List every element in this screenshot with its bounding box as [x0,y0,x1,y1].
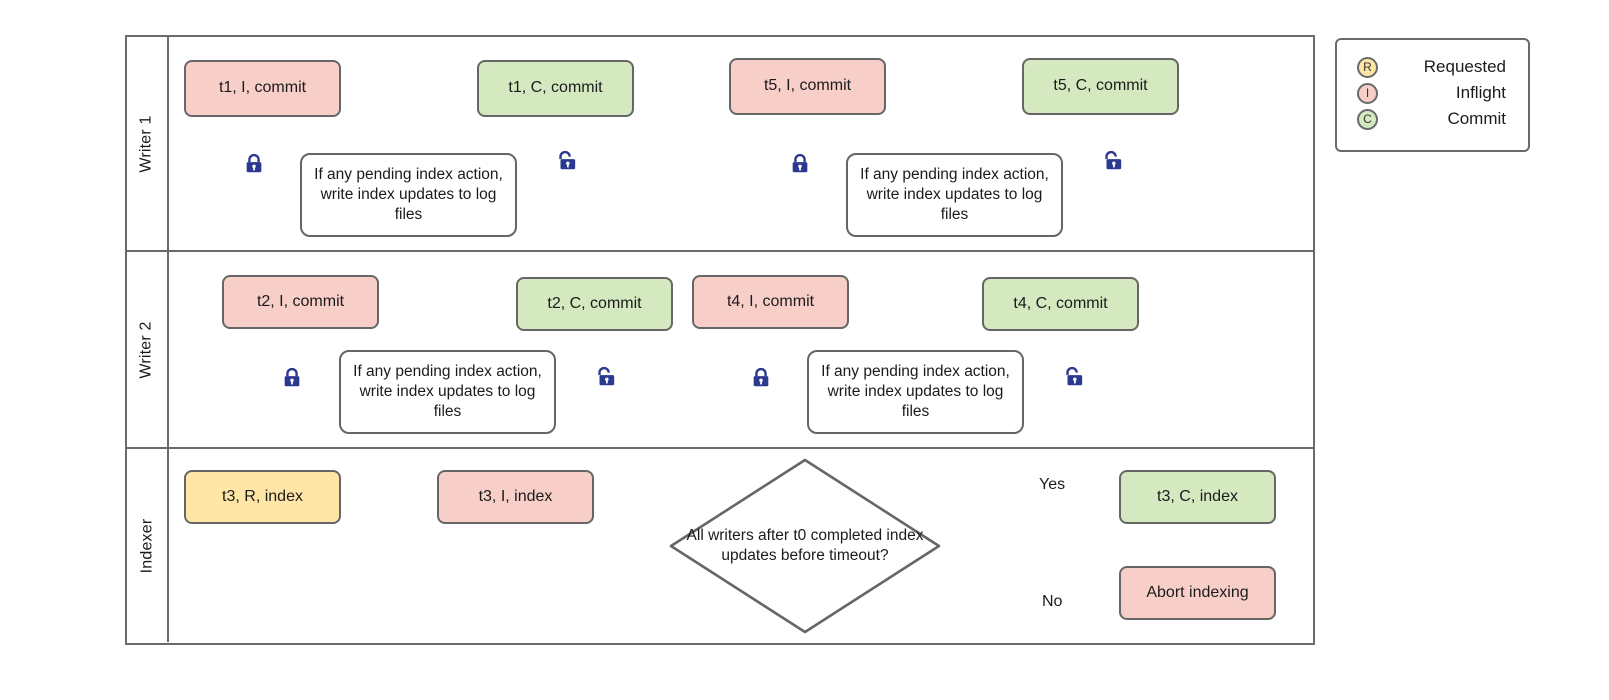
decision-label: All writers after t0 completed index upd… [686,526,924,564]
lane-header-indexer: Indexer [127,449,169,642]
lock-closed-icon-t1 [246,153,262,173]
lane-indexer: Indexer [127,449,1313,642]
inflight-badge-icon: I [1357,82,1378,104]
lock-open-icon-t4 [1066,366,1083,386]
node-t2-inflight-commit[interactable]: t2, I, commit [222,275,379,329]
requested-badge-icon: R [1357,56,1378,78]
node-t3-requested-index[interactable]: t3, R, index [184,470,341,524]
legend-label-requested: Requested [1423,57,1506,76]
legend-item-commit: C Commit [1357,106,1510,132]
node-t5-inflight-commit[interactable]: t5, I, commit [729,58,886,115]
node-abort-indexing[interactable]: Abort indexing [1119,566,1276,620]
commit-badge-icon: C [1357,108,1378,130]
node-t4-inflight-commit[interactable]: t4, I, commit [692,275,849,329]
lane-label-writer-2: Writer 2 [138,320,155,379]
lock-open-icon-t2 [598,366,615,386]
process-writer2-right[interactable]: If any pending index action, write index… [807,350,1024,434]
legend-panel: R Requested I Inflight C Commit [1335,38,1530,152]
lane-writer-1: Writer 1 [127,37,1313,252]
legend-label-commit: Commit [1447,109,1506,128]
node-t5-commit[interactable]: t5, C, commit [1022,58,1179,115]
edge-label-no: No [1042,593,1063,610]
process-writer1-left[interactable]: If any pending index action, write index… [300,153,517,237]
process-writer2-left[interactable]: If any pending index action, write index… [339,350,556,434]
lane-header-writer-2: Writer 2 [127,252,169,447]
node-t1-inflight-commit[interactable]: t1, I, commit [184,60,341,117]
node-t3-inflight-index[interactable]: t3, I, index [437,470,594,524]
lock-open-icon-t1 [559,150,576,170]
lock-open-icon-t5 [1105,150,1122,170]
process-writer1-right[interactable]: If any pending index action, write index… [846,153,1063,237]
lane-header-writer-1: Writer 1 [127,37,169,250]
node-t1-commit[interactable]: t1, C, commit [477,60,634,117]
decision-all-writers-completed[interactable]: All writers after t0 completed index upd… [668,457,942,635]
legend-item-inflight: I Inflight [1357,80,1510,106]
lane-label-indexer: Indexer [138,518,155,573]
lane-label-writer-1: Writer 1 [138,114,155,173]
legend-label-inflight: Inflight [1455,83,1506,102]
node-t4-commit[interactable]: t4, C, commit [982,277,1139,331]
lane-writer-2: Writer 2 [127,252,1313,449]
legend-item-requested: R Requested [1357,54,1510,80]
node-t3-commit-index[interactable]: t3, C, index [1119,470,1276,524]
node-t2-commit[interactable]: t2, C, commit [516,277,673,331]
lock-closed-icon-t4 [753,367,769,387]
lock-closed-icon-t5 [792,153,808,173]
decision-diamond-shape [669,458,941,634]
lock-closed-icon-t2 [284,367,300,387]
edge-label-yes: Yes [1039,476,1066,493]
